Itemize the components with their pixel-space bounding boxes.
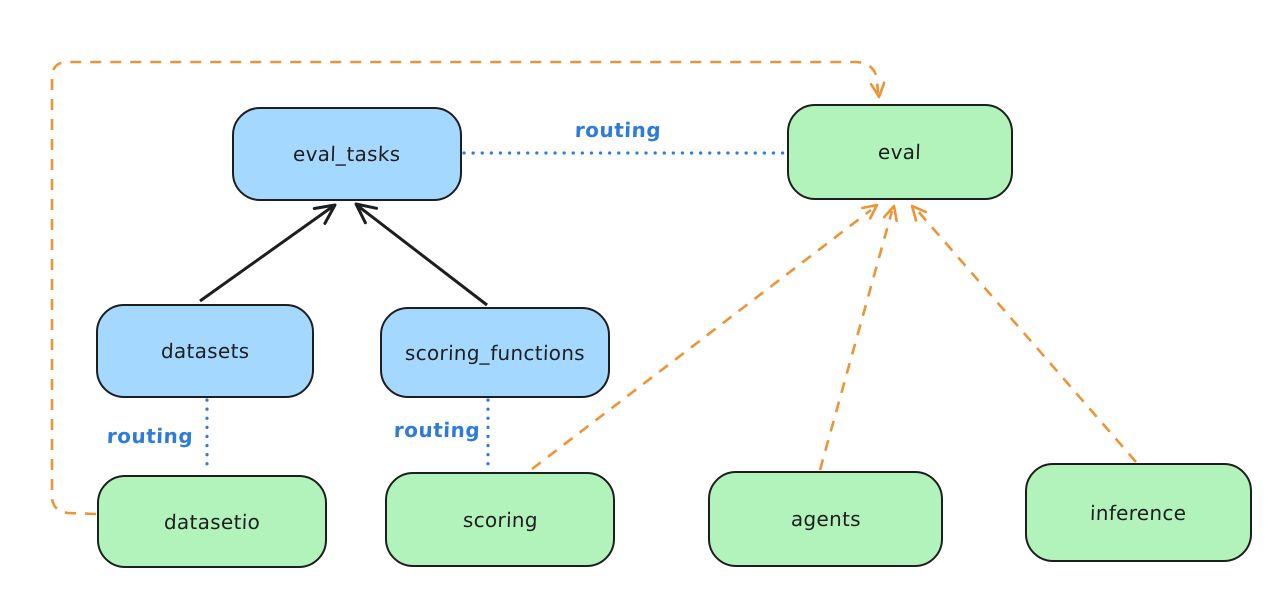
node-eval-label: eval: [878, 140, 922, 164]
edge-inference-to-eval: [916, 209, 1137, 463]
node-eval-tasks: eval_tasks: [232, 107, 462, 201]
node-scoring-functions-label: scoring_functions: [404, 340, 586, 365]
node-inference-label: inference: [1089, 500, 1188, 525]
node-agents: agents: [708, 471, 943, 567]
edge-label-routing-scoring: routing: [393, 418, 481, 442]
edge-label-routing-top: routing: [574, 118, 662, 142]
edge-scoring-functions-to-eval-tasks: [357, 204, 488, 307]
node-eval: eval: [787, 104, 1013, 200]
edge-inference-to-eval-arrowhead: [910, 204, 928, 222]
edge-agents-to-eval: [818, 210, 894, 471]
node-scoring-functions: scoring_functions: [380, 307, 610, 398]
node-datasets-label: datasets: [160, 339, 250, 363]
edge-label-routing-datasets: routing: [106, 424, 194, 448]
edge-scoring-functions-to-eval-tasks-arrowhead: [354, 202, 379, 225]
node-datasetio-label: datasetio: [163, 509, 261, 534]
node-datasetio: datasetio: [97, 475, 327, 568]
edge-agents-to-eval-arrowhead: [882, 204, 898, 223]
edge-datasets-to-eval-tasks: [199, 205, 333, 303]
node-inference: inference: [1025, 463, 1252, 562]
node-scoring: scoring: [385, 472, 615, 567]
edge-datasetio-to-eval-loop-arrowhead: [869, 81, 886, 99]
edge-datasets-to-eval-tasks-arrowhead: [312, 203, 337, 225]
node-datasets: datasets: [96, 304, 314, 398]
node-scoring-label: scoring: [462, 507, 538, 532]
edge-scoring-to-eval-arrowhead: [861, 203, 879, 220]
node-eval-tasks-label: eval_tasks: [292, 142, 402, 166]
node-agents-label: agents: [790, 507, 861, 531]
